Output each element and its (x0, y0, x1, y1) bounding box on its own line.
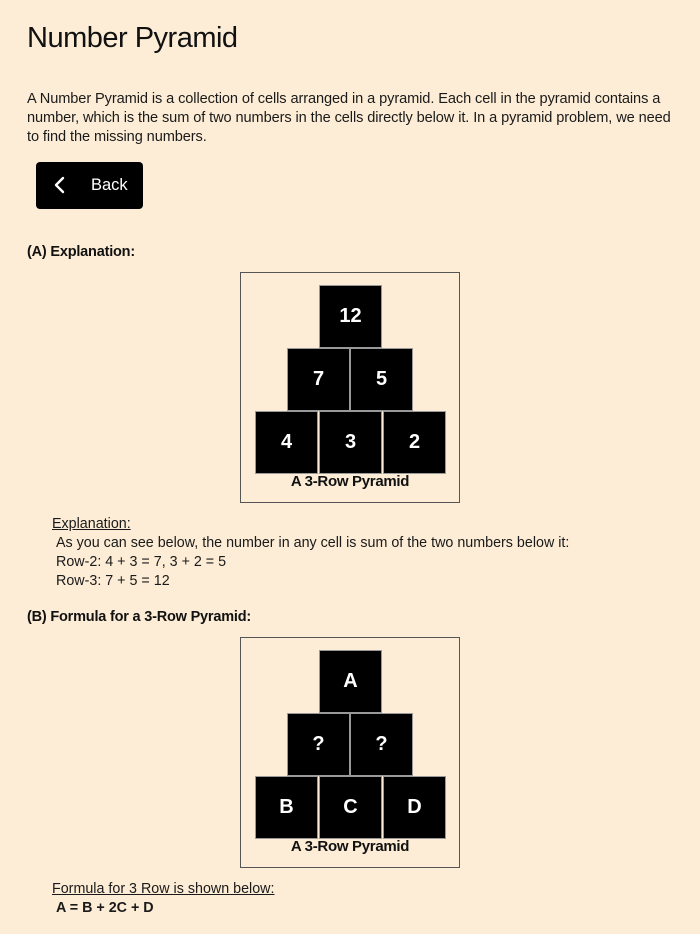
pyramid-cell-r3c3: D (383, 776, 446, 839)
pyramid-cell-r2c2: 5 (350, 348, 413, 411)
example-pyramid: 12 7 5 4 3 2 A 3-Row Pyramid (240, 272, 460, 503)
pyramid-cell-r3c2: C (319, 776, 382, 839)
pyramid-caption: A 3-Row Pyramid (290, 838, 410, 855)
pyramid-cell-r3c2: 3 (319, 411, 382, 474)
pyramid-cell-r2c1: 7 (287, 348, 350, 411)
formula-label: Formula for 3 Row is shown below: (52, 881, 275, 897)
explanation-line: Row-2: 4 + 3 = 7, 3 + 2 = 5 (56, 554, 227, 570)
back-button-label: Back (91, 176, 128, 194)
formula-expression: A = B + 2C + D (56, 900, 154, 916)
explanation-block: Explanation: As you can see below, the n… (52, 515, 569, 591)
section-a-heading: (A) Explanation: (27, 244, 135, 260)
pyramid-cell-r3c3: 2 (383, 411, 446, 474)
back-button[interactable]: Back (36, 162, 143, 209)
intro-paragraph: A Number Pyramid is a collection of cell… (27, 91, 671, 145)
chevron-left-icon (54, 176, 65, 194)
page-title: Number Pyramid (27, 22, 238, 54)
pyramid-caption: A 3-Row Pyramid (290, 473, 410, 490)
pyramid-cell-r3c1: 4 (255, 411, 318, 474)
explanation-line: As you can see below, the number in any … (56, 535, 570, 551)
pyramid-cell-r1c1: 12 (319, 285, 382, 348)
formula-pyramid: A ? ? B C D A 3-Row Pyramid (240, 637, 460, 868)
pyramid-cell-r3c1: B (255, 776, 318, 839)
pyramid-cell-r1c1: A (319, 650, 382, 713)
formula-block: Formula for 3 Row is shown below: A = B … (52, 880, 274, 918)
pyramid-cell-r2c2: ? (350, 713, 413, 776)
explanation-line: Row-3: 7 + 5 = 12 (56, 573, 170, 589)
pyramid-cell-r2c1: ? (287, 713, 350, 776)
section-b-heading: (B) Formula for a 3-Row Pyramid: (27, 609, 252, 625)
explanation-label: Explanation: (52, 516, 131, 532)
